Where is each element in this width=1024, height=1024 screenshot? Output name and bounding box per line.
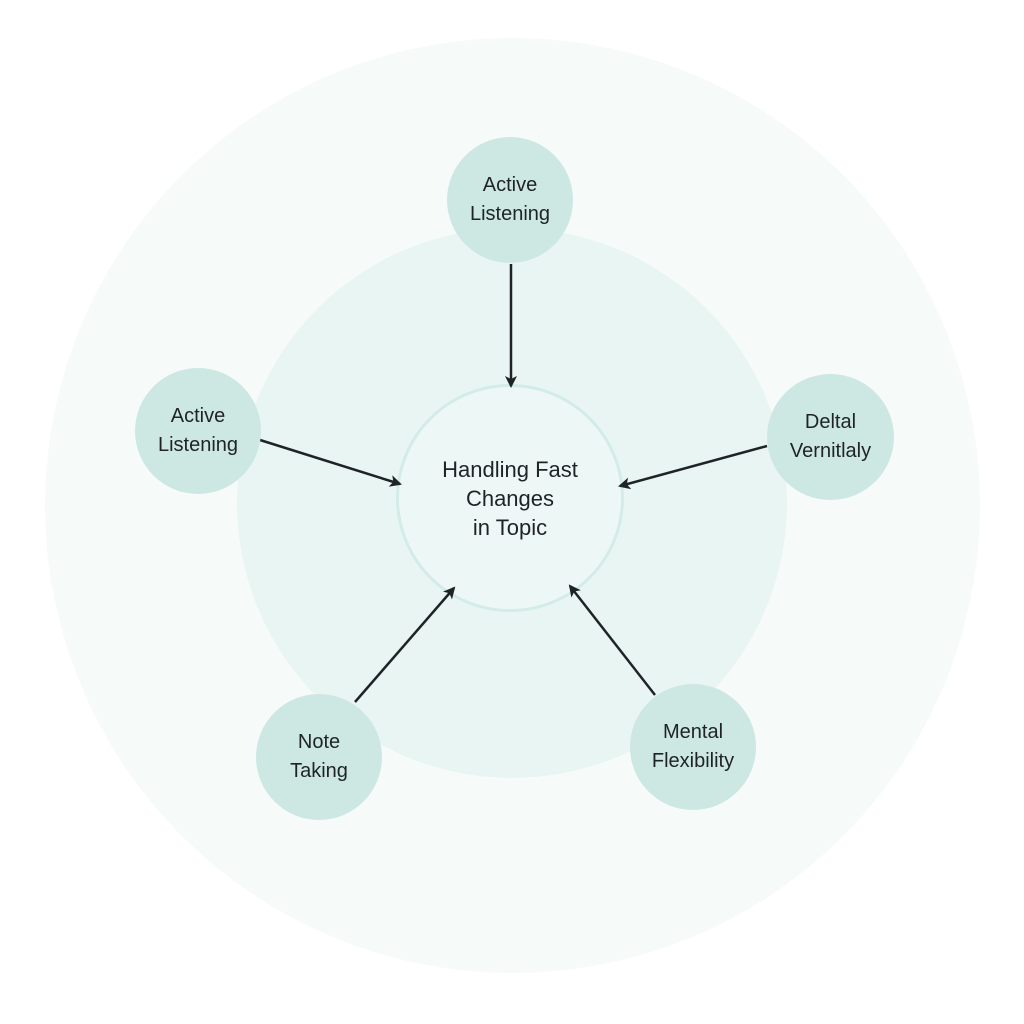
center-node: Handling Fast Changes in Topic [396, 384, 624, 612]
center-node-label: Handling Fast Changes in Topic [442, 456, 578, 540]
node-active-listening-top: Active Listening [447, 137, 573, 263]
node-label: Active Listening [469, 174, 551, 225]
node-label: Active Listening [157, 405, 239, 456]
node-label: Note Taking [290, 731, 348, 782]
arrow-right-to-center [618, 444, 768, 490]
node-mental-flexibility: Mental Flexibility [630, 684, 756, 810]
node-deltal-vernitlaly: Deltal Vernitlaly [767, 374, 894, 500]
arrow-left-to-center [259, 438, 402, 487]
node-active-listening-left: Active Listening [135, 368, 261, 494]
arrow-bottom-left-to-center [354, 586, 456, 703]
arrow-bottom-right-to-center [568, 584, 656, 696]
node-label: Mental Flexibility [651, 721, 735, 772]
node-note-taking: Note Taking [256, 694, 382, 820]
node-label: Deltal Vernitlaly [789, 411, 872, 462]
